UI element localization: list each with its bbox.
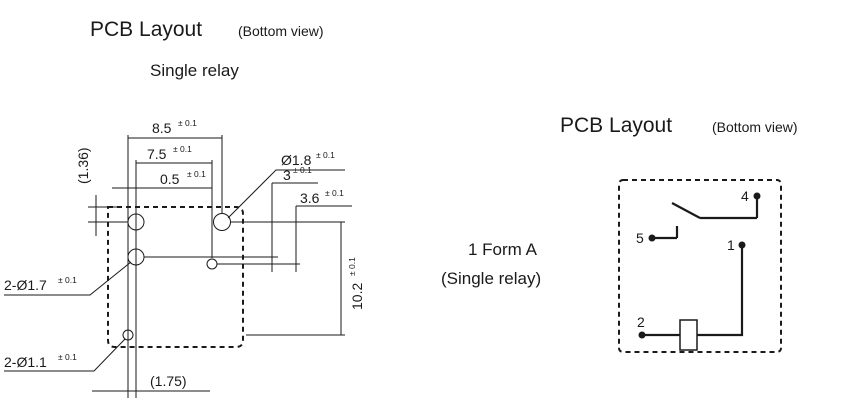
dim-1-36-group: (1.36) — [75, 147, 91, 184]
dim-7-5: 7.5 — [147, 146, 167, 162]
dimension-lines — [4, 135, 352, 398]
dim-3-tol: ± 0.1 — [293, 165, 312, 175]
dim-0-5-tol: ± 0.1 — [187, 169, 206, 179]
dim-10-2-group: 10.2 ± 0.1 — [347, 257, 365, 310]
hole-pin-c — [213, 213, 231, 231]
left-subtitle: Single relay — [150, 61, 239, 80]
pin-label-1: 1 — [727, 237, 735, 253]
dim-dia-1-8-tol: ± 0.1 — [316, 150, 335, 160]
dim-1-36: (1.36) — [75, 147, 91, 184]
dim-8-5-tol: ± 0.1 — [178, 118, 197, 128]
dim-8-5: 8.5 — [152, 120, 172, 136]
pin-4-dot — [753, 192, 761, 200]
left-title-note: (Bottom view) — [238, 23, 324, 39]
pin-holes — [122, 213, 231, 341]
right-title: PCB Layout — [560, 114, 672, 137]
pin-1-lead — [697, 245, 744, 337]
right-title-note: (Bottom view) — [712, 119, 798, 135]
hole-pin-d — [206, 258, 218, 270]
pin-label-5: 5 — [636, 230, 644, 246]
schematic-outline — [618, 179, 782, 353]
pin-2-dot — [638, 331, 646, 339]
pin-5-dot — [648, 234, 656, 242]
dim-0-5: 0.5 — [160, 171, 180, 187]
dimension-labels: 8.5 ± 0.1 7.5 ± 0.1 0.5 ± 0.1 Ø1.8 ± 0.1… — [4, 118, 365, 389]
schematic-circuit — [638, 192, 761, 351]
dim-2-dia-1-1-tol: ± 0.1 — [58, 352, 77, 362]
left-title: PCB Layout — [90, 18, 202, 41]
relay-outline — [107, 206, 244, 348]
pin-label-4: 4 — [741, 188, 749, 204]
form-type-sublabel: (Single relay) — [441, 269, 541, 288]
dim-2-dia-1-1: 2-Ø1.1 — [4, 354, 47, 370]
dim-1-75: (1.75) — [150, 373, 187, 389]
dim-2-dia-1-7-tol: ± 0.1 — [58, 275, 77, 285]
dim-10-2: 10.2 — [349, 283, 365, 310]
dim-10-2-tol: ± 0.1 — [347, 257, 357, 276]
dim-3: 3 — [283, 167, 291, 183]
pin-label-2: 2 — [637, 314, 645, 330]
coil — [679, 319, 698, 351]
form-type-label: 1 Form A — [468, 240, 538, 259]
dim-3-6-tol: ± 0.1 — [325, 188, 344, 198]
switch-arm — [671, 202, 701, 219]
dim-3-6: 3.6 — [300, 190, 320, 206]
dim-2-dia-1-7: 2-Ø1.7 — [4, 277, 47, 293]
dim-dia-1-8: Ø1.8 — [281, 152, 312, 168]
dim-7-5-tol: ± 0.1 — [173, 144, 192, 154]
